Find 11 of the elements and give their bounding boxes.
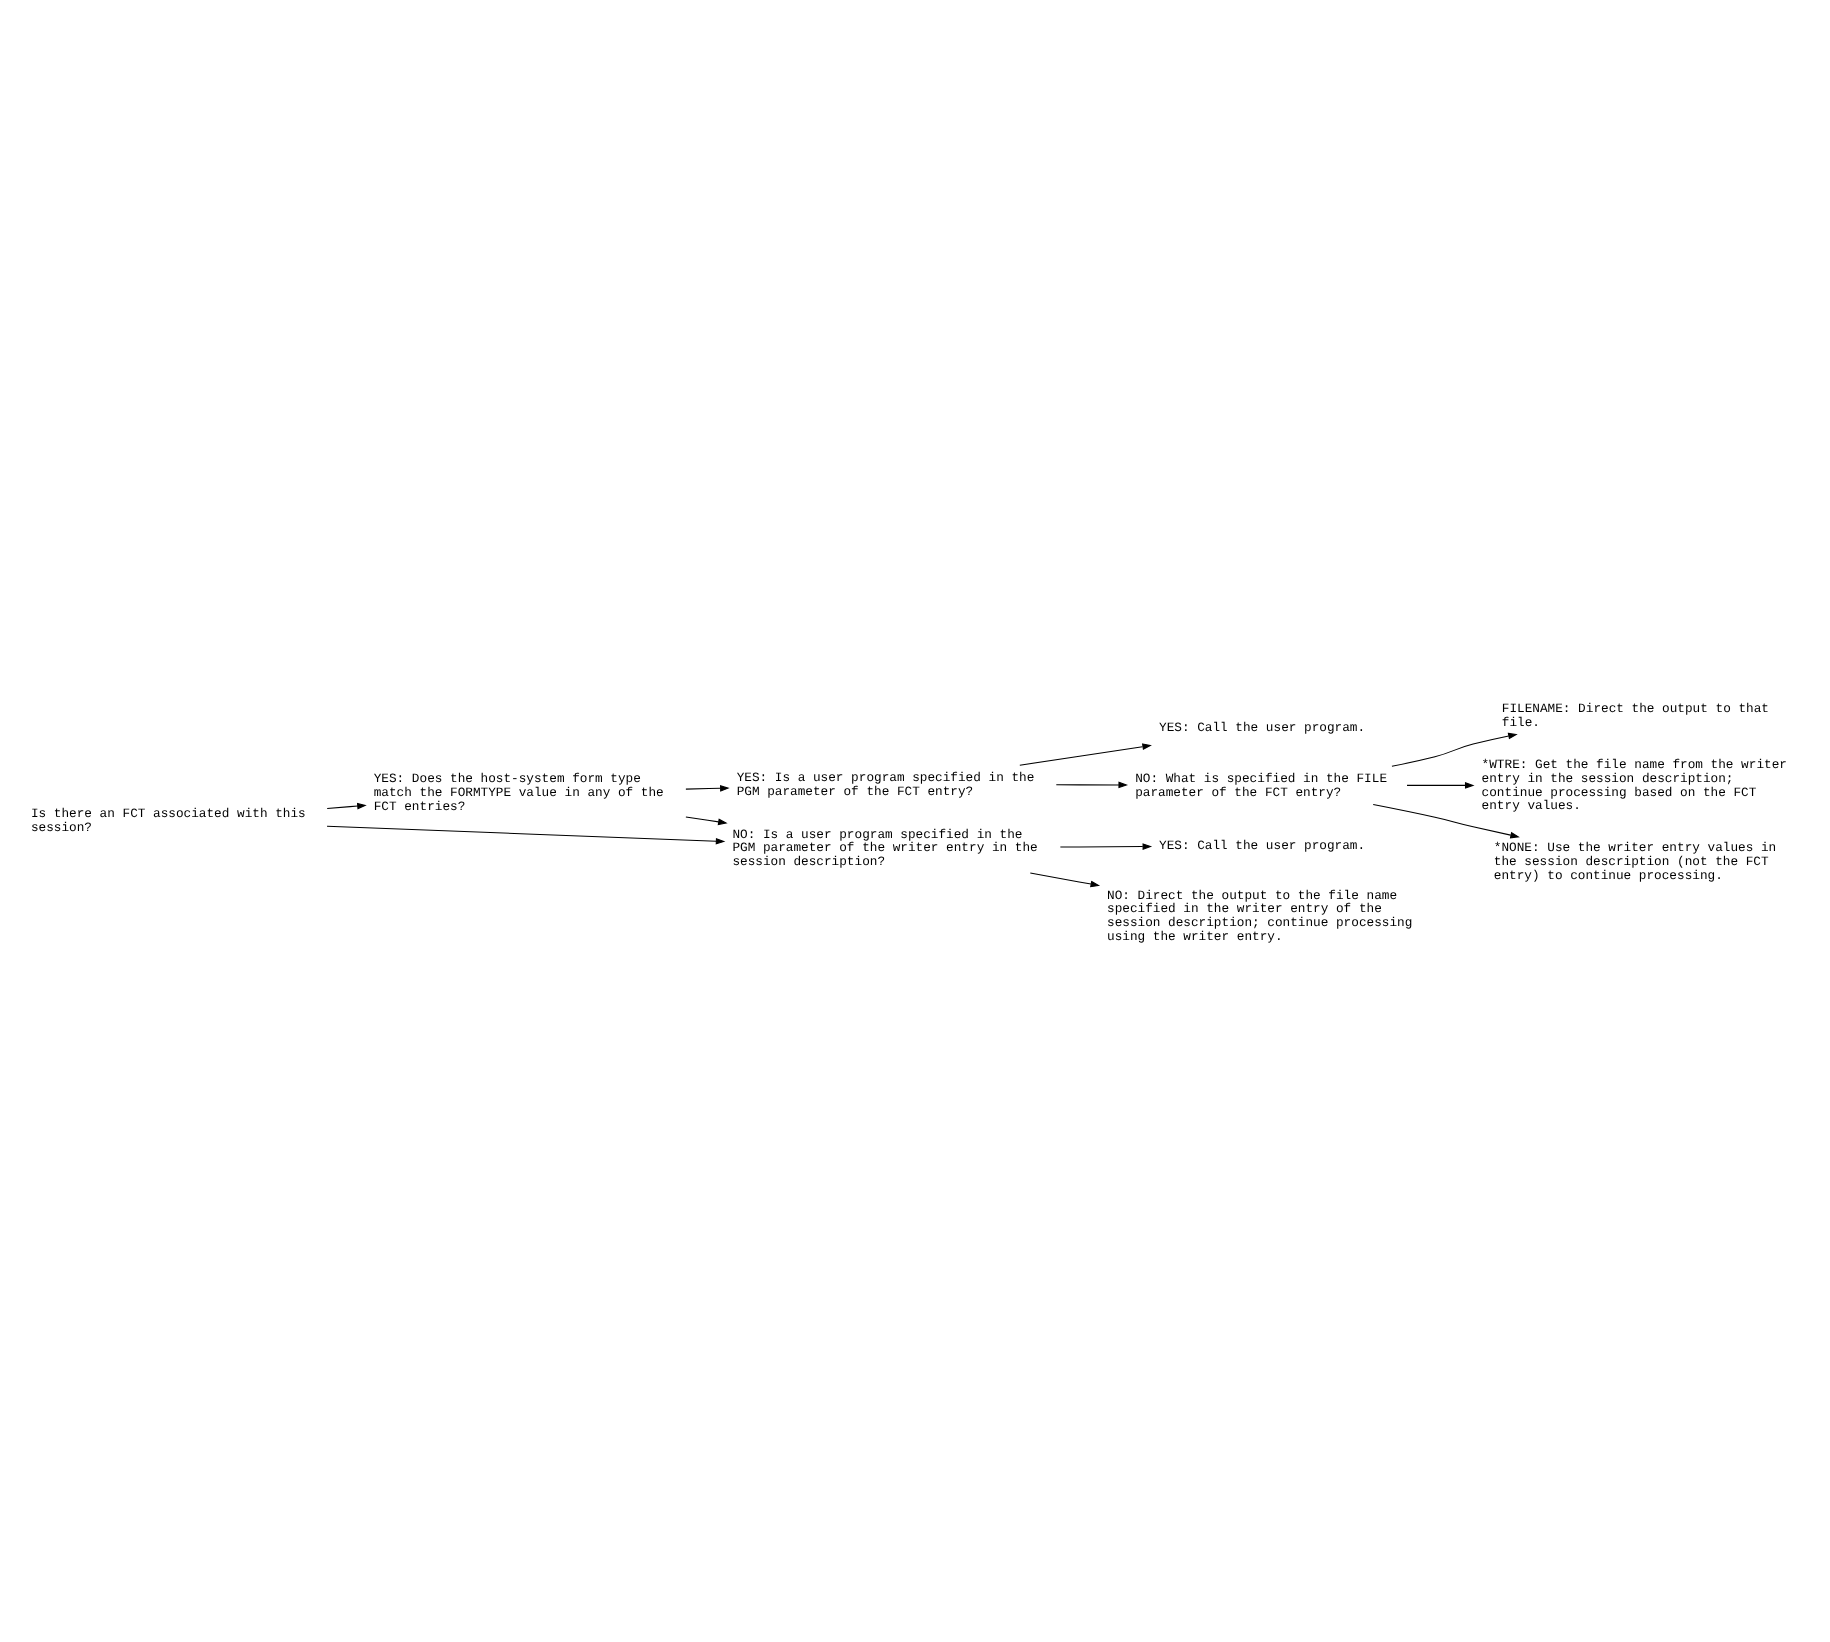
- arrow: [1405, 781, 1474, 788]
- arrow: [325, 801, 366, 809]
- arrow: [1018, 742, 1151, 765]
- arrow: [684, 783, 729, 791]
- arrow: [1058, 842, 1152, 849]
- arrow: [1028, 871, 1100, 887]
- arrow: [325, 824, 725, 844]
- arrow: [1371, 803, 1519, 838]
- arrow: [1390, 731, 1517, 766]
- arrow: [684, 815, 727, 825]
- arrow: [1054, 780, 1127, 788]
